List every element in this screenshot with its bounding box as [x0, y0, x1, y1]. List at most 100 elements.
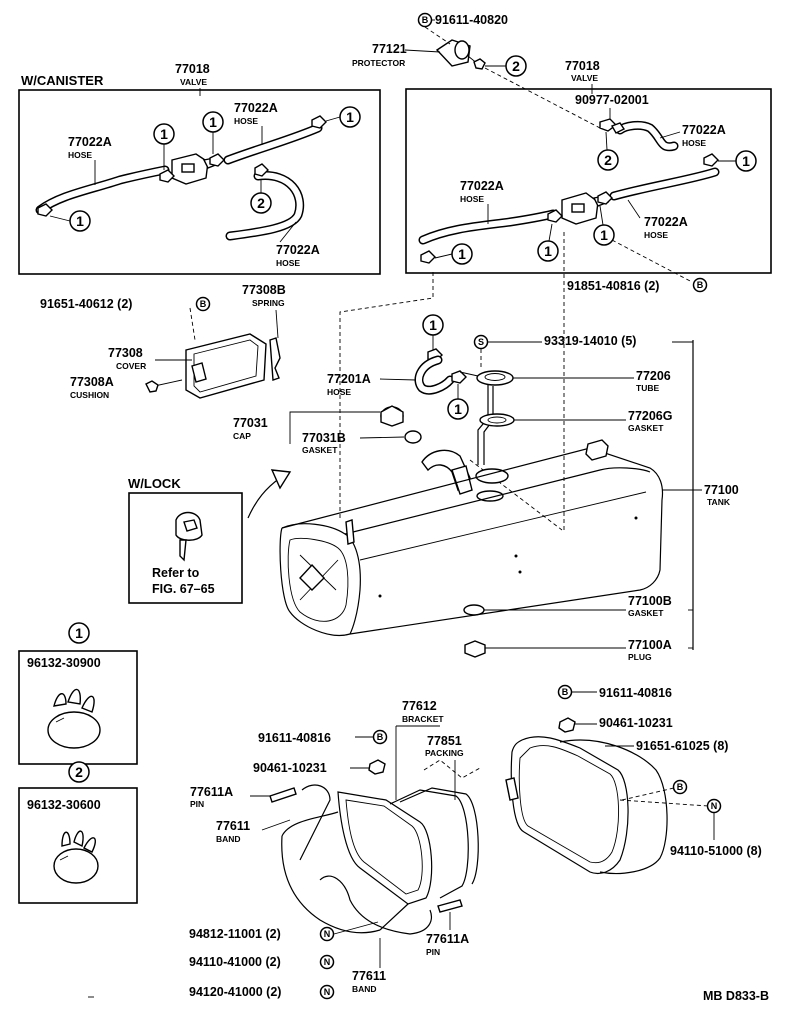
pin-top-part — [269, 787, 297, 803]
label-77851: 77851 — [427, 734, 462, 748]
svg-text:1: 1 — [600, 227, 608, 243]
nut-90461-right — [558, 717, 576, 733]
clamp-96132-30600-icon — [53, 830, 99, 884]
svg-text:B: B — [422, 15, 429, 25]
svg-text:B: B — [562, 687, 569, 697]
nut-90461-left — [368, 759, 386, 775]
svg-text:B: B — [200, 299, 207, 309]
callout-1-l-c: 1 — [202, 111, 224, 133]
svg-text:B: B — [377, 732, 384, 742]
svg-text:1: 1 — [160, 126, 168, 142]
label-91651-61025: 91651-61025 (8) — [636, 739, 728, 753]
label-93319-14010: 93319-14010 (5) — [544, 334, 636, 348]
clamp-hose-bottom — [451, 370, 467, 384]
protector-part — [435, 39, 486, 70]
bolt-b-cover: B — [195, 296, 211, 312]
lock-arrow — [247, 477, 281, 519]
bolt-s: S — [473, 334, 489, 350]
pin-bottom-part — [437, 899, 463, 913]
clamp-legend-2-box — [18, 787, 138, 904]
lock-cap-icon — [175, 511, 203, 562]
hose-right-1 — [418, 209, 558, 245]
label-77308b: 77308B — [242, 283, 286, 297]
label-94110-41000: 94110-41000 (2) — [189, 955, 281, 969]
label-cushion: CUSHION — [70, 390, 109, 400]
canister-right-box — [405, 88, 772, 274]
svg-text:2: 2 — [75, 764, 83, 780]
label-plug: PLUG — [628, 652, 652, 662]
gasket-77031b-part — [404, 430, 422, 444]
label-91851-40816: 91851-40816 (2) — [567, 279, 659, 293]
svg-text:1: 1 — [429, 317, 437, 333]
svg-text:2: 2 — [512, 58, 520, 74]
svg-text:N: N — [711, 801, 718, 811]
bolt-n-94812: N — [319, 926, 335, 942]
label-hose-l1: HOSE — [68, 150, 92, 160]
label-bracket: BRACKET — [402, 714, 444, 724]
label-protector: PROTECTOR — [352, 58, 405, 68]
svg-text:1: 1 — [346, 109, 354, 125]
callout-1-l-a: 1 — [69, 210, 91, 232]
label-77022a-l1: 77022A — [68, 135, 112, 149]
label-77022a-r2: 77022A — [460, 179, 504, 193]
label-77308: 77308 — [108, 346, 143, 360]
callout-2-r: 2 — [597, 149, 619, 171]
clamp-l3 — [209, 153, 225, 167]
label-91611-40820: 91611-40820 — [435, 13, 508, 27]
cover-part — [185, 333, 281, 399]
cushion-part — [145, 380, 159, 393]
gasket-77100b-part — [463, 604, 485, 616]
lock-refer-line2: FIG. 67–65 — [152, 582, 215, 596]
bolt-b-bottom-right: B — [557, 684, 573, 700]
svg-text:B: B — [677, 782, 684, 792]
bolt-b-right: B — [692, 277, 708, 293]
band-frame-left — [281, 784, 479, 935]
label-91651-40612: 91651-40612 (2) — [40, 297, 132, 311]
label-hose-r1: HOSE — [682, 138, 706, 148]
lock-refer-line1: Refer to — [152, 566, 200, 580]
label-cover: COVER — [116, 361, 146, 371]
bolt-b-band: B — [672, 779, 688, 795]
bolt-n-94110: N — [319, 954, 335, 970]
label-90977-02001: 90977-02001 — [575, 93, 649, 107]
label-77206g: 77206G — [628, 409, 672, 423]
cap-part — [380, 405, 404, 427]
label-hose-r3: HOSE — [644, 230, 668, 240]
dash-connector-mid — [469, 459, 563, 531]
svg-text:B: B — [697, 280, 704, 290]
label-gasket-b: GASKET — [628, 423, 664, 433]
label-77031: 77031 — [233, 416, 268, 430]
label-94812-11001: 94812-11001 (2) — [189, 927, 281, 941]
clamp-r2 — [610, 122, 626, 134]
clamp-96132-30900-icon — [47, 688, 101, 749]
legend-callout-2: 2 — [68, 761, 90, 783]
lock-box — [128, 492, 243, 604]
label-77612: 77612 — [402, 699, 437, 713]
label-77100b: 77100B — [628, 594, 672, 608]
clamp-l5 — [254, 163, 269, 177]
svg-text:N: N — [324, 929, 331, 939]
label-77018-left: 77018 — [175, 62, 210, 76]
legend-callout-1: 1 — [68, 622, 90, 644]
label-gasket-c: GASKET — [628, 608, 664, 618]
canister-left-box — [18, 89, 381, 275]
clamp-legend-2-part: 96132-30600 — [27, 798, 101, 812]
callout-1-r-d: 1 — [735, 150, 757, 172]
clamp-legend-1-part: 96132-30900 — [27, 656, 101, 670]
svg-text:1: 1 — [742, 153, 750, 169]
label-91611-40816-left: 91611-40816 — [258, 731, 331, 745]
svg-text:1: 1 — [454, 401, 462, 417]
svg-text:2: 2 — [604, 152, 612, 168]
svg-text:1: 1 — [75, 625, 83, 641]
label-90461-left: 90461-10231 — [253, 761, 327, 775]
label-77201a: 77201A — [327, 372, 371, 386]
hose-77201a — [414, 355, 455, 395]
band-frame-right — [505, 736, 668, 875]
label-hose-r2: HOSE — [460, 194, 484, 204]
callout-1-r-c: 1 — [593, 224, 615, 246]
tank-77100-body — [279, 439, 664, 636]
callout-1-r-b: 1 — [537, 240, 559, 262]
label-pin-top: PIN — [190, 799, 204, 809]
label-gasket-a: GASKET — [302, 445, 338, 455]
label-91611-40816-right: 91611-40816 — [599, 686, 672, 700]
